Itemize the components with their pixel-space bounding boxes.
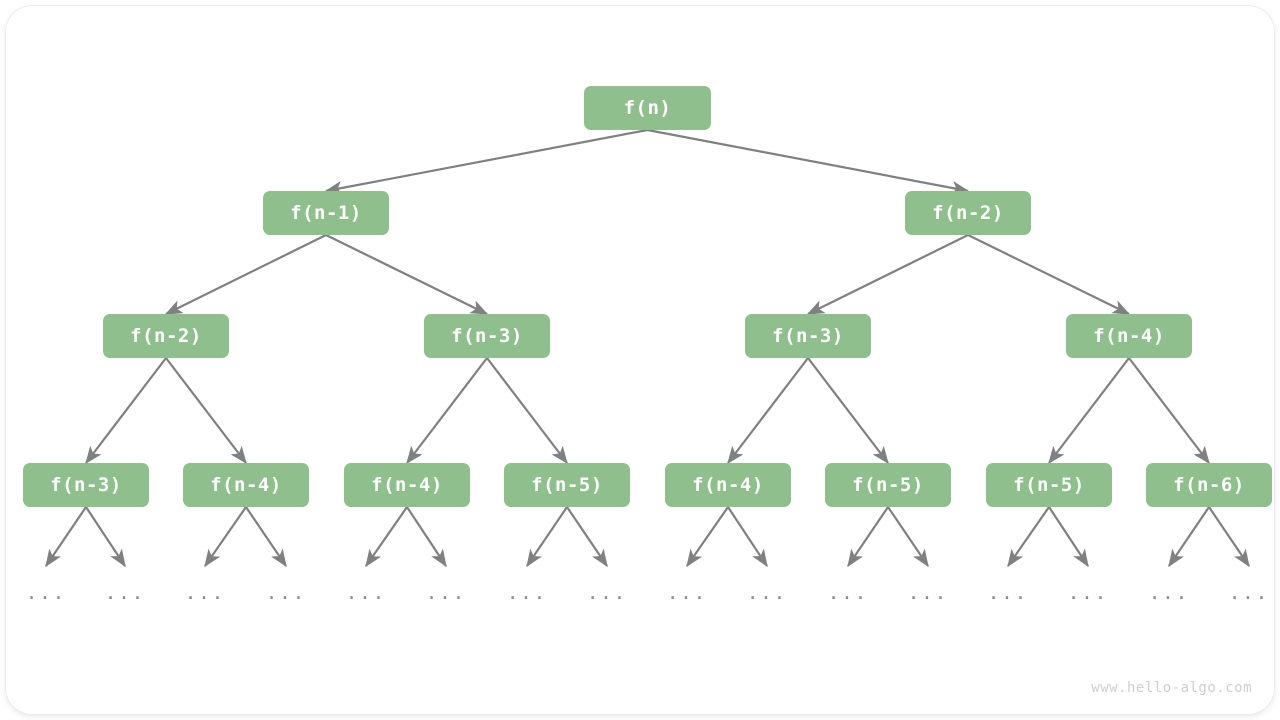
tree-edge: [727, 357, 809, 465]
tree-edge-leaf: [85, 506, 126, 568]
ellipsis-marker: ...: [506, 582, 548, 604]
tree-edge-leaf: [1208, 506, 1250, 568]
watermark-label: www.hello-algo.com: [1091, 680, 1252, 696]
tree-edge-leaf: [204, 506, 247, 568]
ellipsis-marker: ...: [425, 582, 467, 604]
tree-node[interactable]: f(n): [584, 86, 711, 130]
ellipsis-marker: ...: [1067, 582, 1109, 604]
tree-node[interactable]: f(n-5): [504, 463, 630, 507]
tree-edge: [1128, 357, 1210, 465]
tree-edge-leaf: [365, 506, 408, 568]
ellipsis-marker: ...: [746, 582, 788, 604]
ellipsis-marker: ...: [827, 582, 869, 604]
tree-node[interactable]: f(n-5): [825, 463, 951, 507]
tree-node[interactable]: f(n-2): [103, 314, 229, 358]
ellipsis-marker: ...: [1148, 582, 1190, 604]
tree-node[interactable]: f(n-4): [665, 463, 791, 507]
ellipsis-marker: ...: [265, 582, 307, 604]
tree-edge: [406, 357, 488, 465]
ellipsis-marker: ...: [345, 582, 387, 604]
tree-edge-leaf: [1048, 506, 1089, 568]
tree-node[interactable]: f(n-6): [1146, 463, 1272, 507]
tree-edge: [967, 234, 1131, 315]
tree-edge-leaf: [1168, 506, 1210, 568]
tree-node[interactable]: f(n-2): [905, 191, 1031, 235]
tree-edge-leaf: [847, 506, 889, 568]
tree-node[interactable]: f(n-3): [23, 463, 149, 507]
tree-edge: [325, 234, 489, 315]
tree-node[interactable]: f(n-4): [344, 463, 470, 507]
tree-edge-leaf: [686, 506, 729, 568]
tree-edge-leaf: [245, 506, 287, 568]
tree-node[interactable]: f(n-4): [1066, 314, 1192, 358]
tree-node[interactable]: f(n-1): [263, 191, 389, 235]
tree-edge-leaf: [1007, 506, 1050, 568]
tree-edge: [486, 357, 568, 465]
ellipsis-marker: ...: [586, 582, 628, 604]
tree-edge-leaf: [727, 506, 768, 568]
ellipsis-marker: ...: [907, 582, 949, 604]
tree-node[interactable]: f(n-3): [424, 314, 550, 358]
tree-node[interactable]: f(n-4): [183, 463, 309, 507]
tree-edge-leaf: [406, 506, 447, 568]
ellipsis-marker: ...: [987, 582, 1029, 604]
ellipsis-marker: ...: [1228, 582, 1270, 604]
tree-edge-leaf: [45, 506, 87, 568]
tree-edge-leaf: [526, 506, 568, 568]
tree-edge: [807, 357, 889, 465]
tree-node[interactable]: f(n-5): [986, 463, 1112, 507]
tree-edge: [1048, 357, 1130, 465]
tree-node[interactable]: f(n-3): [745, 314, 871, 358]
tree-edge-leaf: [887, 506, 929, 568]
tree-edge: [647, 128, 970, 195]
tree-edge-leaf: [566, 506, 608, 568]
tree-edge: [324, 128, 648, 195]
tree-edge: [85, 357, 167, 465]
tree-edge: [165, 357, 247, 465]
ellipsis-marker: ...: [666, 582, 708, 604]
ellipsis-marker: ...: [104, 582, 146, 604]
ellipsis-marker: ...: [25, 582, 67, 604]
tree-edge: [806, 234, 969, 315]
diagram-card: f(n) f(n-1) f(n-2) f(n-2) f(n-3) f(n-3) f(n-4)…: [6, 6, 1274, 714]
tree-edge: [164, 234, 327, 315]
ellipsis-marker: ...: [184, 582, 226, 604]
